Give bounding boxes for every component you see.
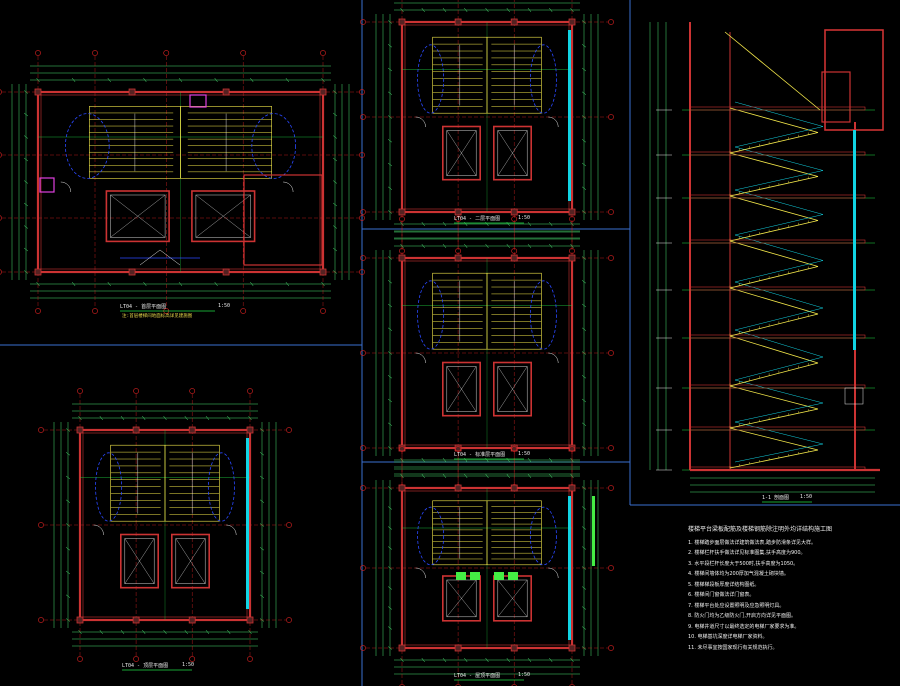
- plan-4-scale: 1:50: [182, 662, 195, 668]
- plan-5-title: LT04 - 屋顶平面图: [454, 673, 501, 679]
- plan-2: [360, 0, 614, 254]
- note-item: 10. 电梯基坑深度详电梯厂家资料。: [688, 634, 768, 640]
- section-1: [649, 22, 884, 493]
- note-item: 5. 楼梯梯段板厚度详结构图纸。: [688, 581, 760, 588]
- note-item: 3. 水平段栏杆长度大于500时,扶手高度为1050。: [688, 560, 799, 567]
- plan-1-subtitle: 注:首层楼梯间地面标高详见建施图: [122, 314, 193, 319]
- section-1-title: 1-1 剖面图: [762, 495, 790, 501]
- plan-1-scale: 1:50: [218, 303, 231, 309]
- section-1-scale: 1:50: [800, 494, 813, 500]
- plan-1: [0, 50, 365, 314]
- plan-3: [360, 216, 614, 490]
- plan-4: [38, 388, 292, 662]
- plan-5-scale: 1:50: [518, 672, 531, 678]
- note-item: 9. 电梯井道尺寸以最终选定的电梯厂家要求为准。: [688, 623, 800, 630]
- note-item: 7. 楼梯平台处应设置照明及应急照明灯具。: [688, 602, 785, 609]
- plan-1-extras: [39, 94, 323, 266]
- plan-4-title: LT04 - 顶层平面图: [122, 663, 169, 669]
- note-item: 6. 楼梯间门窗做法详门窗表。: [688, 592, 755, 598]
- plan-3-title: LT04 - 标准层平面图: [454, 452, 506, 458]
- note-item: 2. 楼梯栏杆扶手做法详见标准图集,扶手高度为900。: [688, 550, 806, 556]
- note-item: 11. 未尽事宜按国家现行有关规范执行。: [688, 644, 778, 651]
- note-item: 1. 楼梯踏步面层做法详建筑做法表,踏步防滑条详见大样。: [688, 539, 816, 546]
- plan-1-title: LT04 - 首层平面图: [120, 304, 167, 310]
- note-item: 4. 楼梯间墙体均为200厚加气混凝土砌块墙。: [688, 571, 789, 577]
- design-notes: 楼梯平台梁板配筋及楼梯钢筋除注明外均详结构施工图 1. 楼梯踏步面层做法详建筑做…: [688, 525, 893, 653]
- title-underlines: [120, 222, 812, 681]
- plan-2-scale: 1:50: [518, 215, 531, 221]
- plan-3-scale: 1:50: [518, 451, 531, 457]
- plan-5: [360, 446, 614, 686]
- plan-5-extras: [456, 496, 595, 580]
- plan-2-title: LT04 - 二层平面图: [454, 216, 501, 222]
- notes-title: 楼梯平台梁板配筋及楼梯钢筋除注明外均详结构施工图: [688, 526, 833, 533]
- note-item: 8. 防火门均为乙级防火门,开启方向详见平面图。: [688, 613, 796, 619]
